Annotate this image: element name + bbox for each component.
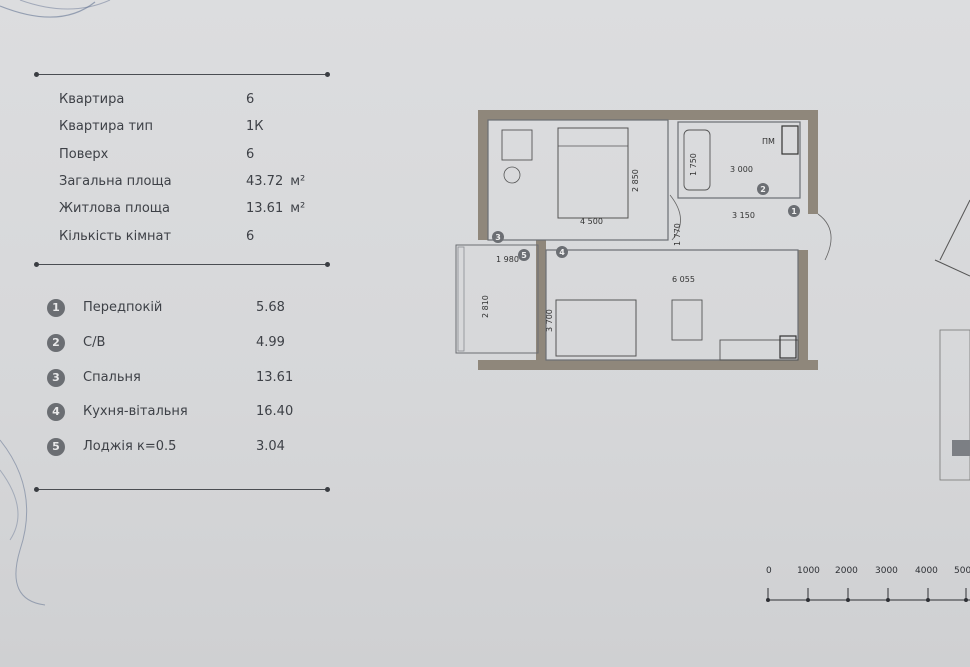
info-value: 6: [246, 92, 255, 107]
divider-middle: [34, 262, 330, 267]
plan-marker-5: 5: [518, 249, 530, 261]
room-area: 13.61: [256, 370, 294, 385]
scale-tick-label: 3000: [875, 566, 898, 576]
marker-number: 4: [559, 248, 565, 257]
dim-kitchen-height: 3 700: [545, 309, 554, 332]
plan-marker-1: 1: [788, 205, 800, 217]
plan-plant: [503, 166, 521, 184]
scale-tick-label: 1000: [797, 566, 820, 576]
info-label: Кількість кімнат: [59, 229, 172, 244]
plan-wall-bottom: [478, 360, 818, 370]
dim-bath-height: 1 750: [689, 153, 698, 176]
dim-kitchen-width: 6 055: [672, 275, 695, 284]
info-value: 1К: [246, 119, 264, 134]
scale-bar: 0 1000 2000 3000 4000 500: [760, 562, 970, 612]
room-number-badge: 3: [47, 369, 65, 387]
room-number-badge: 2: [47, 334, 65, 352]
plan-counter: [719, 339, 799, 361]
room-number-badge: 5: [47, 438, 65, 456]
room-label: Передпокій: [83, 300, 163, 315]
plan-bathtub: [683, 129, 711, 191]
plan-door-arc: [669, 194, 681, 241]
scale-tick-label: 0: [766, 566, 772, 576]
info-label: Поверх: [59, 147, 109, 162]
plan-bedroom: [487, 119, 669, 241]
dim-loggia-width: 1 980: [496, 255, 519, 264]
plan-wall-left-kitchen: [536, 240, 546, 365]
plan-armchair: [501, 129, 533, 161]
plan-wm-label: ПМ: [762, 137, 775, 146]
room-number-badge: 4: [47, 403, 65, 421]
room-number-badge: 1: [47, 299, 65, 317]
info-label: Житлова площа: [59, 201, 171, 216]
room-area: 16.40: [256, 404, 294, 419]
scale-tick-label: 500: [954, 566, 970, 576]
floor-plan: 4 500 2 850 3 000 1 750 3 150 1 770 1 98…: [455, 110, 832, 370]
info-unit: м²: [290, 201, 306, 216]
plan-door-arc: [817, 213, 832, 261]
room-area: 4.99: [256, 335, 285, 350]
room-area: 3.04: [256, 439, 285, 454]
marker-number: 1: [791, 207, 797, 216]
stamp-decoration: [0, 0, 111, 18]
plan-loggia: [455, 244, 539, 354]
info-value: 13.61: [246, 201, 284, 216]
dim-loggia-height: 2 810: [481, 295, 490, 318]
info-value: 43.72: [246, 174, 284, 189]
plan-wall-left-bedroom: [478, 110, 488, 240]
info-unit: м²: [290, 174, 306, 189]
info-value-wrap: 43.72 м²: [246, 174, 305, 189]
info-value-wrap: 13.61 м²: [246, 201, 305, 216]
partial-drawing-right: [934, 199, 970, 481]
plan-sofa: [555, 299, 637, 357]
plan-wall-top: [478, 110, 818, 120]
info-value: 6: [246, 147, 255, 162]
scale-tick-label: 4000: [915, 566, 938, 576]
marker-number: 2: [760, 185, 766, 194]
divider-top: [34, 72, 330, 77]
plan-wall-right-kitchen: [798, 250, 808, 365]
plan-marker-3: 3: [492, 231, 504, 243]
room-area: 5.68: [256, 300, 285, 315]
marker-number: 5: [521, 251, 527, 260]
scale-tick-label: 2000: [835, 566, 858, 576]
room-label: С/В: [83, 335, 106, 350]
plan-wall-right: [808, 110, 818, 214]
dim-bedroom-width: 4 500: [580, 217, 603, 226]
info-label: Квартира тип: [59, 119, 154, 134]
scale-line: [766, 588, 970, 602]
divider-bottom: [34, 487, 330, 492]
dim-hall-width: 3 150: [732, 211, 755, 220]
marker-number: 3: [495, 233, 501, 242]
room-label: Кухня-вітальня: [83, 404, 188, 419]
plan-washer: [781, 125, 799, 155]
room-label: Лоджія к=0.5: [83, 439, 177, 454]
plan-marker-2: 2: [757, 183, 769, 195]
info-label: Загальна площа: [59, 174, 172, 189]
dim-hall-height: 1 770: [673, 223, 682, 246]
plan-marker-4: 4: [556, 246, 568, 258]
room-label: Спальня: [83, 370, 141, 385]
plan-kitchen: [545, 249, 799, 361]
plan-bed: [557, 127, 629, 219]
dim-bedroom-height: 2 850: [631, 169, 640, 192]
plan-fridge: [779, 335, 797, 359]
plan-loggia-window: [457, 246, 465, 352]
plan-bathroom: [677, 121, 801, 199]
dim-bath-width: 3 000: [730, 165, 753, 174]
info-value: 6: [246, 229, 255, 244]
plan-table: [671, 299, 703, 341]
info-label: Квартира: [59, 92, 125, 107]
signature-decoration: [0, 439, 46, 606]
